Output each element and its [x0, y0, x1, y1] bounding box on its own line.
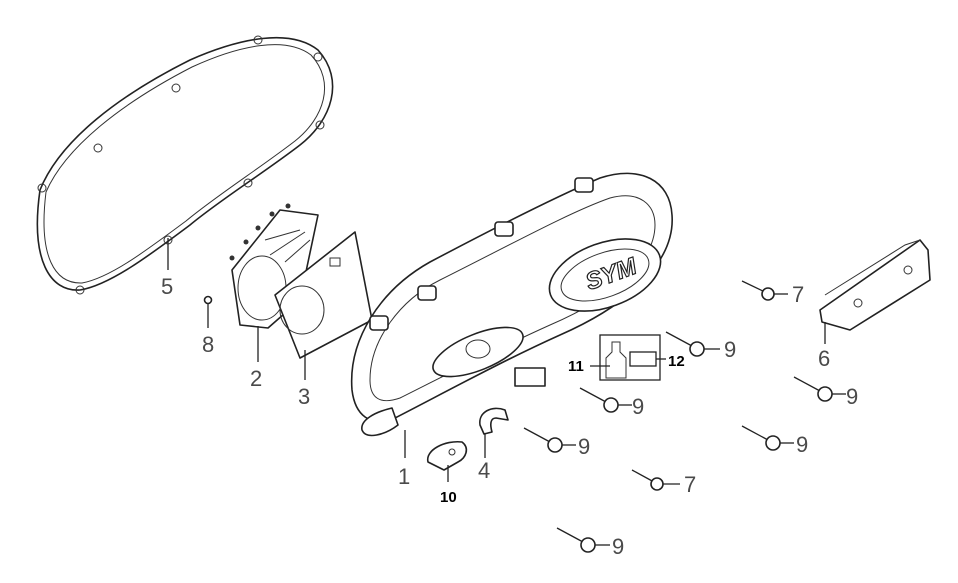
crankcase-cover-part: SYM — [350, 172, 673, 437]
label-part-8: 8 — [202, 332, 214, 357]
label-part-7-upper: 7 — [792, 282, 804, 307]
clamp-part — [479, 407, 509, 435]
label-part-6: 6 — [818, 346, 830, 371]
bracket-part — [819, 239, 931, 331]
bolt-9-f — [556, 527, 596, 553]
label-part-10: 10 — [440, 489, 457, 506]
label-part-9-c: 9 — [632, 394, 644, 419]
bolt-7-lower — [631, 469, 664, 491]
label-part-2: 2 — [250, 366, 262, 391]
bolt-9-b — [579, 387, 619, 413]
label-part-9-e: 9 — [796, 432, 808, 457]
label-part-9-f: 9 — [612, 534, 624, 559]
label-part-3: 3 — [298, 384, 310, 409]
small-bolt-part — [203, 295, 213, 322]
label-part-9-b: 9 — [846, 384, 858, 409]
label-part-12: 12 — [668, 353, 685, 370]
bolt-9-e — [741, 425, 781, 451]
bolt-9-c — [523, 427, 563, 453]
inset-box — [599, 334, 661, 381]
label-part-9-a: 9 — [724, 337, 736, 362]
clip-part — [427, 440, 468, 471]
label-part-11: 11 — [568, 358, 584, 375]
label-part-9-d: 9 — [578, 434, 590, 459]
label-part-4: 4 — [478, 458, 490, 483]
label-part-1: 1 — [398, 464, 410, 489]
leader-lines — [167, 238, 846, 546]
bolt-9-d — [793, 376, 833, 402]
bolt-7-upper — [741, 280, 775, 301]
label-part-7-lower: 7 — [684, 472, 696, 497]
label-part-5: 5 — [161, 274, 173, 299]
